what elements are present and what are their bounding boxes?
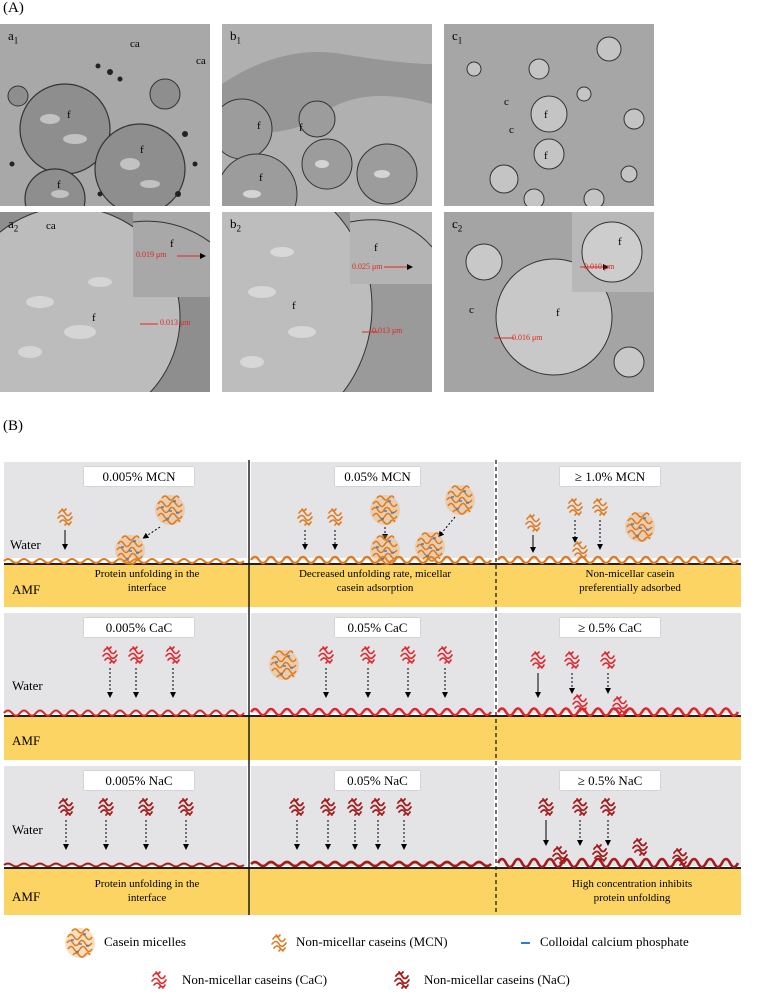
title-0.05-mcn: 0.05% MCN: [335, 467, 420, 486]
title-0.005-mcn: 0.005% MCN: [84, 467, 194, 486]
micrograph-c1: c1 c c f f: [444, 24, 654, 206]
legend-nac: Non-micellar caseins (NaC): [424, 972, 570, 987]
micrograph-c1-label: c: [452, 28, 458, 43]
label-f: f: [618, 236, 622, 248]
label-f: f: [292, 300, 296, 312]
panel-a-label: (A): [3, 0, 24, 16]
micrograph-c1-sub: 1: [457, 35, 463, 46]
micrograph-a1-label: a: [8, 28, 14, 43]
label-ca: ca: [130, 38, 140, 50]
measure-label: 0.016 μm: [512, 333, 543, 342]
amf-label: AMF: [12, 582, 41, 597]
title-0.05-cac: 0.05% CaC: [335, 618, 420, 637]
micrograph-a1-sub: 1: [13, 35, 19, 46]
micrograph-c2-label: c: [452, 216, 458, 231]
caption-1.0-mcn: Non-micellar casein preferentially adsor…: [579, 568, 681, 594]
label-f: f: [556, 307, 560, 319]
label-f: f: [259, 172, 263, 184]
legend-casein-micelles: Casein micelles: [104, 934, 186, 949]
micrograph-b1: b1 f f f: [222, 24, 432, 206]
legend-ccp: Colloidal calcium phosphate: [540, 934, 689, 949]
casein-micelle-icon: [64, 927, 96, 959]
label-f: f: [57, 179, 61, 191]
label-f: f: [544, 150, 548, 162]
mcn-casein-icon: [271, 934, 287, 952]
legend-mcn: Non-micellar caseins (MCN): [296, 934, 448, 949]
label-f: f: [544, 109, 548, 121]
amf-layer-row2: [4, 717, 741, 760]
micrograph-b2: b2 f f 0.025 μm 0.013 μm: [222, 212, 432, 392]
measure-label: 0.010 μm: [584, 262, 615, 271]
ccp-icon: [521, 942, 530, 944]
caption-0.5-nac: High concentration inhibits protein unfo…: [571, 878, 693, 904]
nac-casein-icon: [394, 971, 410, 989]
micrograph-a1: a1 ca ca f f f: [0, 24, 210, 206]
micrograph-c2: c2 c f f 0.010 μm 0.016 μm: [444, 212, 654, 392]
label-f: f: [374, 242, 378, 254]
caption-0.005-nac: Protein unfolding in the interface: [94, 878, 200, 904]
water-label: Water: [12, 678, 43, 693]
title-0.5-cac: ≥ 0.5% CaC: [560, 618, 660, 637]
panel-b-label: (B): [3, 418, 23, 434]
label-f: f: [140, 144, 144, 156]
title-1.0-mcn: ≥ 1.0% MCN: [560, 467, 660, 486]
label-f: f: [257, 120, 261, 132]
label-ca: ca: [196, 55, 206, 67]
label-f: f: [67, 109, 71, 121]
micrograph-b1-label: b: [230, 28, 237, 43]
label-f: f: [299, 122, 303, 134]
label-c: c: [469, 304, 474, 316]
water-label: Water: [12, 822, 43, 837]
caption-0.005-mcn: Protein unfolding in the interface: [94, 568, 200, 594]
title-0.005-cac: 0.005% CaC: [84, 618, 194, 637]
measure-label: 0.019 μm: [136, 250, 167, 259]
micrograph-c2-sub: 2: [457, 223, 463, 234]
label-f: f: [92, 312, 96, 324]
title-0.005-nac: 0.005% NaC: [84, 771, 194, 790]
label-f: f: [170, 238, 174, 250]
micrograph-a2-label: a: [8, 216, 14, 231]
micrograph-b2-sub: 2: [236, 223, 242, 234]
measure-label: 0.025 μm: [352, 262, 383, 271]
label-c: c: [509, 124, 514, 136]
micrograph-b1-sub: 1: [236, 35, 242, 46]
amf-label: AMF: [12, 889, 41, 904]
amf-layer-row3: [4, 869, 741, 915]
legend-cac: Non-micellar caseins (CaC): [182, 972, 328, 987]
amf-label: AMF: [12, 733, 41, 748]
label-c: c: [504, 96, 509, 108]
amf-layer-row1: [4, 565, 741, 607]
label-ca: ca: [46, 220, 56, 232]
title-0.05-nac: 0.05% NaC: [335, 771, 420, 790]
water-label: Water: [10, 537, 41, 552]
measure-label: 0.013 μm: [160, 318, 191, 327]
title-0.5-nac: ≥ 0.5% NaC: [560, 771, 660, 790]
cac-casein-icon: [151, 971, 167, 989]
micrograph-b2-label: b: [230, 216, 237, 231]
measure-label: 0.013 μm: [372, 326, 403, 335]
micrograph-a2: a2 ca f f 0.019 μm 0.013 μm: [0, 212, 210, 392]
caption-0.05-mcn: Decreased unfolding rate, micellar casei…: [298, 568, 452, 594]
micrograph-a2-sub: 2: [13, 223, 19, 234]
diagram-overlay: [3, 460, 741, 915]
